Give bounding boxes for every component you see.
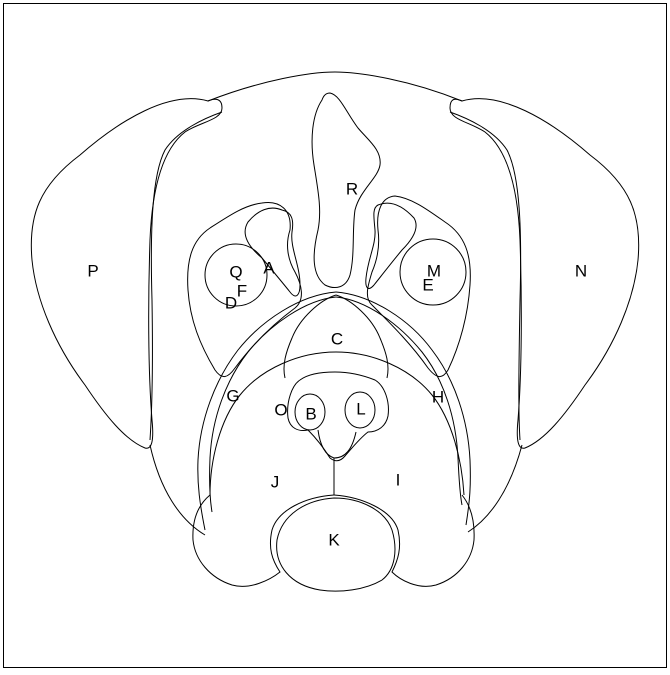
label-n: N [575,261,587,280]
label-d: D [225,293,237,312]
right-eye-inner-patch [366,203,416,288]
left-jowl [193,495,334,586]
right-jowl [334,495,474,586]
label-m: M [427,261,441,280]
right-eye-patch [367,196,470,377]
nose-lower-edge [318,430,356,458]
label-o: O [274,400,287,419]
label-k: K [328,530,340,549]
label-g: G [226,386,239,405]
label-f: F [237,281,247,300]
label-a: A [263,258,275,277]
label-b: B [305,404,316,423]
label-r: R [346,179,358,198]
right-ear-inner-fold [450,112,521,440]
label-l: L [356,399,365,418]
label-i: I [396,470,401,489]
label-p: P [87,261,98,280]
label-c: C [331,329,343,348]
head-outline [150,72,522,535]
left-ear [31,99,222,449]
left-ear-inner-fold [150,112,222,440]
left-eye-inner-patch [245,208,300,296]
nose [288,372,389,461]
label-j: J [271,472,280,491]
right-ear [450,99,639,449]
label-q: Q [229,262,242,281]
label-h: H [432,387,444,406]
